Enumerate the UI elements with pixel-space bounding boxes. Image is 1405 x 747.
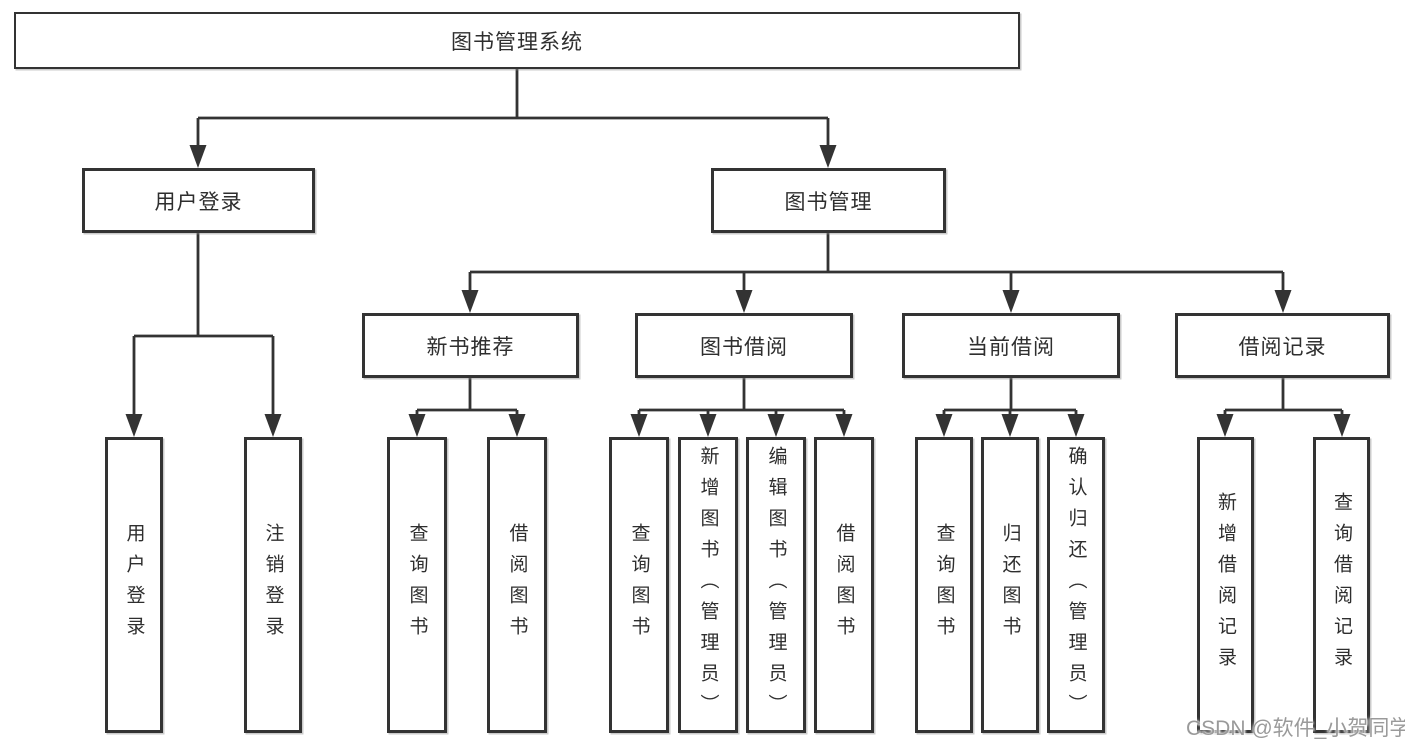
node-borrow-edit-book-admin: 编辑图书（管理员） — [746, 437, 806, 733]
node-current-return-book-label: 归还图书 — [999, 523, 1021, 647]
node-current-confirm-return-admin-label: 确认归还（管理员） — [1065, 445, 1087, 725]
edge-lines — [132, 69, 1344, 420]
node-borrow-add-book-admin: 新增图书（管理员） — [678, 437, 738, 733]
node-recommend-borrow-book: 借阅图书 — [487, 437, 547, 733]
node-borrow-records-label: 借阅记录 — [1238, 335, 1327, 359]
node-root-label: 图书管理系统 — [451, 30, 583, 54]
node-borrow-query-book-label: 查询图书 — [628, 523, 650, 647]
node-new-book-recommend-label: 新书推荐 — [426, 335, 515, 359]
csdn-watermark: CSDN @软件_小贺同学 — [1186, 717, 1405, 740]
node-records-add-record-label: 新增借阅记录 — [1215, 492, 1236, 678]
node-borrow-add-book-admin-label: 新增图书（管理员） — [697, 445, 719, 725]
node-borrow-edit-book-admin-label: 编辑图书（管理员） — [765, 445, 787, 725]
node-borrow-query-book: 查询图书 — [609, 437, 669, 733]
node-recommend-query-book: 查询图书 — [387, 437, 447, 733]
node-current-query-book-label: 查询图书 — [933, 523, 955, 647]
node-user-login-module: 用户登录 — [82, 168, 315, 233]
node-logout-action-label: 注销登录 — [262, 523, 284, 647]
node-logout-action: 注销登录 — [244, 437, 302, 733]
node-new-book-recommend: 新书推荐 — [362, 313, 579, 378]
node-current-borrow: 当前借阅 — [902, 313, 1120, 378]
node-current-confirm-return-admin: 确认归还（管理员） — [1047, 437, 1105, 733]
node-recommend-borrow-book-label: 借阅图书 — [506, 523, 528, 647]
node-records-query-record: 查询借阅记录 — [1313, 437, 1370, 733]
arrowhead-icons — [125, 145, 1351, 437]
node-root-library-system: 图书管理系统 — [14, 12, 1020, 69]
node-user-login-action-label: 用户登录 — [123, 523, 145, 647]
node-user-login-action: 用户登录 — [105, 437, 163, 733]
node-current-return-book: 归还图书 — [981, 437, 1039, 733]
node-book-management-module-label: 图书管理 — [784, 190, 873, 214]
node-records-add-record: 新增借阅记录 — [1197, 437, 1254, 733]
node-book-borrow: 图书借阅 — [635, 313, 853, 378]
node-book-borrow-label: 图书借阅 — [700, 335, 788, 359]
node-book-management-module: 图书管理 — [711, 168, 946, 233]
node-borrow-borrow-book: 借阅图书 — [814, 437, 874, 733]
node-current-query-book: 查询图书 — [915, 437, 973, 733]
node-records-query-record-label: 查询借阅记录 — [1331, 492, 1352, 678]
node-borrow-borrow-book-label: 借阅图书 — [833, 523, 855, 647]
node-current-borrow-label: 当前借阅 — [967, 335, 1055, 359]
node-borrow-records: 借阅记录 — [1175, 313, 1390, 378]
node-user-login-module-label: 用户登录 — [154, 190, 243, 214]
node-recommend-query-book-label: 查询图书 — [406, 523, 428, 647]
